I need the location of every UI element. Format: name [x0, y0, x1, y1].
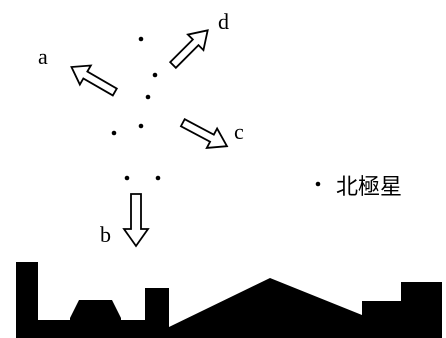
- star: [153, 73, 158, 78]
- star: [156, 176, 161, 181]
- star: [146, 95, 151, 100]
- arrow-d: [165, 23, 215, 73]
- star: [139, 124, 144, 129]
- star: [112, 131, 117, 136]
- constellation: [112, 37, 161, 181]
- label-a: a: [38, 44, 48, 69]
- star: [139, 37, 144, 42]
- polaris-star: [316, 182, 321, 187]
- label-d: d: [218, 9, 229, 34]
- label-c: c: [234, 119, 244, 144]
- polaris-label: 北極星: [336, 175, 402, 200]
- arrow-c: [178, 113, 232, 156]
- skyline-silhouette: [16, 262, 442, 338]
- arrow-b: [124, 194, 148, 246]
- label-b: b: [100, 222, 111, 247]
- arrow-a: [66, 57, 120, 101]
- star: [125, 176, 130, 181]
